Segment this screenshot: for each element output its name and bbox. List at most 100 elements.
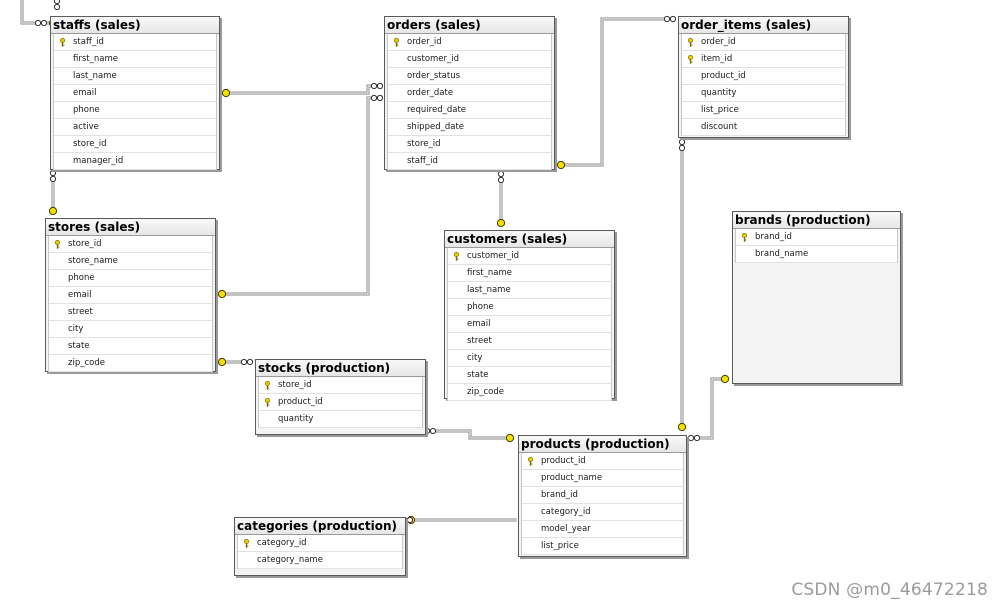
- column-row[interactable]: zip_code: [49, 355, 212, 372]
- column-row[interactable]: staff_id: [388, 153, 551, 170]
- column-row[interactable]: customer_id: [388, 51, 551, 68]
- column-row[interactable]: store_id: [388, 136, 551, 153]
- relationship-line-stores-orders[interactable]: [221, 96, 380, 296]
- table-title[interactable]: brands (production): [733, 212, 900, 229]
- column-row[interactable]: product_name: [522, 470, 683, 487]
- table-title[interactable]: stores (sales): [46, 219, 215, 236]
- column-row[interactable]: store_name: [49, 253, 212, 270]
- column-row[interactable]: item_id: [682, 51, 845, 68]
- column-row[interactable]: staff_id: [54, 34, 216, 51]
- column-row[interactable]: street: [49, 304, 212, 321]
- column-row[interactable]: discount: [682, 119, 845, 136]
- column-row[interactable]: quantity: [259, 411, 422, 428]
- column-row[interactable]: store_id: [54, 136, 216, 153]
- key-cell: [388, 34, 406, 50]
- column-row[interactable]: brand_name: [736, 246, 897, 263]
- key-cell: [388, 102, 406, 118]
- table-title[interactable]: orders (sales): [385, 17, 554, 34]
- column-row[interactable]: brand_id: [522, 487, 683, 504]
- relationship-line-stocks-products[interactable]: [425, 429, 512, 440]
- column-row[interactable]: first_name: [54, 51, 216, 68]
- column-row[interactable]: first_name: [448, 265, 611, 282]
- table-products[interactable]: products (production)product_id product_n…: [518, 435, 687, 557]
- relationship-line-staffs-orders[interactable]: [225, 84, 380, 95]
- column-row[interactable]: customer_id: [448, 248, 611, 265]
- relationship-line-brands-products[interactable]: [690, 377, 726, 440]
- table-title[interactable]: products (production): [519, 436, 686, 453]
- column-row[interactable]: city: [49, 321, 212, 338]
- column-row[interactable]: phone: [49, 270, 212, 287]
- many-end-infinity-icon: [678, 138, 686, 146]
- many-end-infinity-icon: [693, 434, 701, 442]
- column-row[interactable]: order_id: [388, 34, 551, 51]
- column-row[interactable]: product_id: [522, 453, 683, 470]
- table-title[interactable]: stocks (production): [256, 360, 425, 377]
- many-end-infinity-icon: [376, 94, 384, 102]
- column-name: street: [467, 336, 492, 346]
- table-brands[interactable]: brands (production)brand_id brand_name: [732, 211, 901, 384]
- column-row[interactable]: order_status: [388, 68, 551, 85]
- many-end-infinity-icon: [406, 516, 414, 524]
- column-row[interactable]: email: [49, 287, 212, 304]
- column-row[interactable]: order_date: [388, 85, 551, 102]
- table-title[interactable]: customers (sales): [445, 231, 614, 248]
- relationship-line-staffs-manager-inner: [21, 0, 52, 24]
- key-cell: [238, 552, 256, 568]
- primary-key-icon: [244, 539, 249, 548]
- column-row[interactable]: category_name: [238, 552, 402, 569]
- column-row[interactable]: zip_code: [448, 384, 611, 401]
- key-cell: [388, 136, 406, 152]
- column-row[interactable]: state: [448, 367, 611, 384]
- column-row[interactable]: product_id: [682, 68, 845, 85]
- column-row[interactable]: required_date: [388, 102, 551, 119]
- column-row[interactable]: email: [448, 316, 611, 333]
- column-row[interactable]: street: [448, 333, 611, 350]
- relationship-line-staffs-manager[interactable]: [20, 0, 52, 25]
- column-row[interactable]: phone: [448, 299, 611, 316]
- relationship-line-orders-order-items[interactable]: [560, 17, 673, 167]
- column-row[interactable]: quantity: [682, 85, 845, 102]
- column-row[interactable]: state: [49, 338, 212, 355]
- column-row[interactable]: phone: [54, 102, 216, 119]
- key-cell: [522, 470, 540, 486]
- column-row[interactable]: list_price: [522, 538, 683, 555]
- column-row[interactable]: email: [54, 85, 216, 102]
- column-name: brand_name: [755, 249, 809, 259]
- column-row[interactable]: list_price: [682, 102, 845, 119]
- column-row[interactable]: category_id: [522, 504, 683, 521]
- column-row[interactable]: last_name: [448, 282, 611, 299]
- column-row[interactable]: shipped_date: [388, 119, 551, 136]
- column-row[interactable]: active: [54, 119, 216, 136]
- column-list: brand_id brand_name: [735, 229, 898, 263]
- table-title[interactable]: order_items (sales): [679, 17, 848, 34]
- key-cell: [238, 535, 256, 551]
- column-name: email: [467, 319, 491, 329]
- column-row[interactable]: store_id: [49, 236, 212, 253]
- column-row[interactable]: product_id: [259, 394, 422, 411]
- column-row[interactable]: category_id: [238, 535, 402, 552]
- key-cell: [49, 287, 67, 303]
- column-row[interactable]: brand_id: [736, 229, 897, 246]
- table-title[interactable]: staffs (sales): [51, 17, 219, 34]
- column-row[interactable]: city: [448, 350, 611, 367]
- column-row[interactable]: manager_id: [54, 153, 216, 170]
- column-name: city: [68, 324, 84, 334]
- column-name: product_name: [541, 473, 603, 483]
- column-row[interactable]: order_id: [682, 34, 845, 51]
- table-title[interactable]: categories (production): [235, 518, 405, 535]
- column-row[interactable]: store_id: [259, 377, 422, 394]
- column-row[interactable]: last_name: [54, 68, 216, 85]
- column-row[interactable]: model_year: [522, 521, 683, 538]
